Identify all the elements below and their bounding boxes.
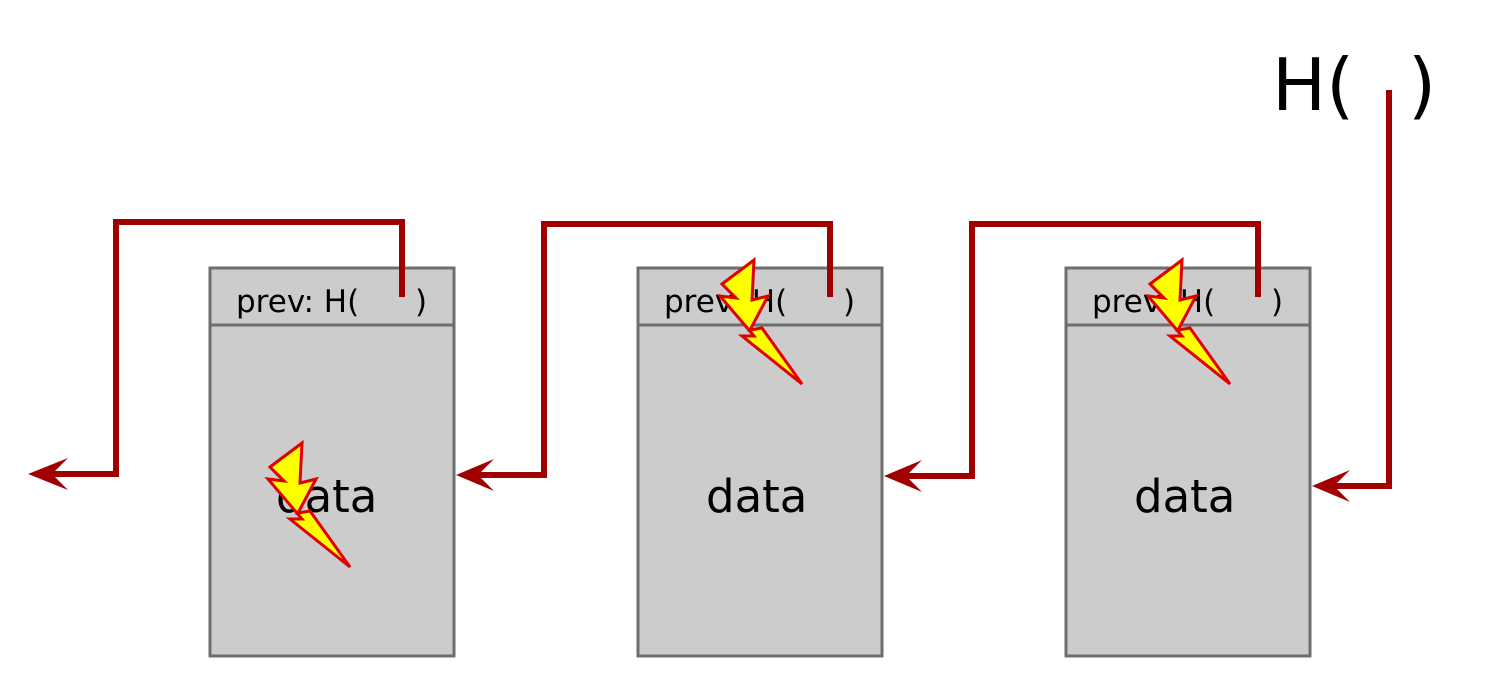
head-pointer-hash-close: ) [1408,43,1436,127]
head-pointer: H( ) [1272,43,1436,127]
link-block-1-to-previous [48,219,405,477]
arrow-left-icon [1312,470,1350,502]
arrow-left-icon [28,458,68,490]
block-1: prev: H( ) data [208,266,456,658]
block-1-prev-hash-close: ) [415,284,427,320]
lightning-bolt-icon [716,256,804,386]
lightning-bolt-icon [1144,256,1232,386]
link-head-to-block-3 [1330,90,1392,489]
block-1-body [208,266,456,658]
block-2-data-label: data [706,470,807,523]
tamper-markers [264,256,1232,569]
block-3: prev: H( ) data [1064,266,1312,658]
arrow-left-icon [884,460,922,492]
block-3-data-label: data [1134,470,1235,523]
block-3-prev-hash-close: ) [1271,284,1283,320]
lightning-bolt-icon [264,439,352,569]
hash-links [28,90,1392,502]
arrow-left-icon [456,459,494,491]
link-block-3-to-block-2 [902,221,1261,479]
block-1-prev-hash-label: prev: H( [236,284,359,320]
block-2-prev-hash-close: ) [843,284,855,320]
head-pointer-hash-open: H( [1272,43,1354,127]
link-block-2-to-block-1 [474,221,833,478]
block-2: prev: H( ) data [636,266,884,658]
